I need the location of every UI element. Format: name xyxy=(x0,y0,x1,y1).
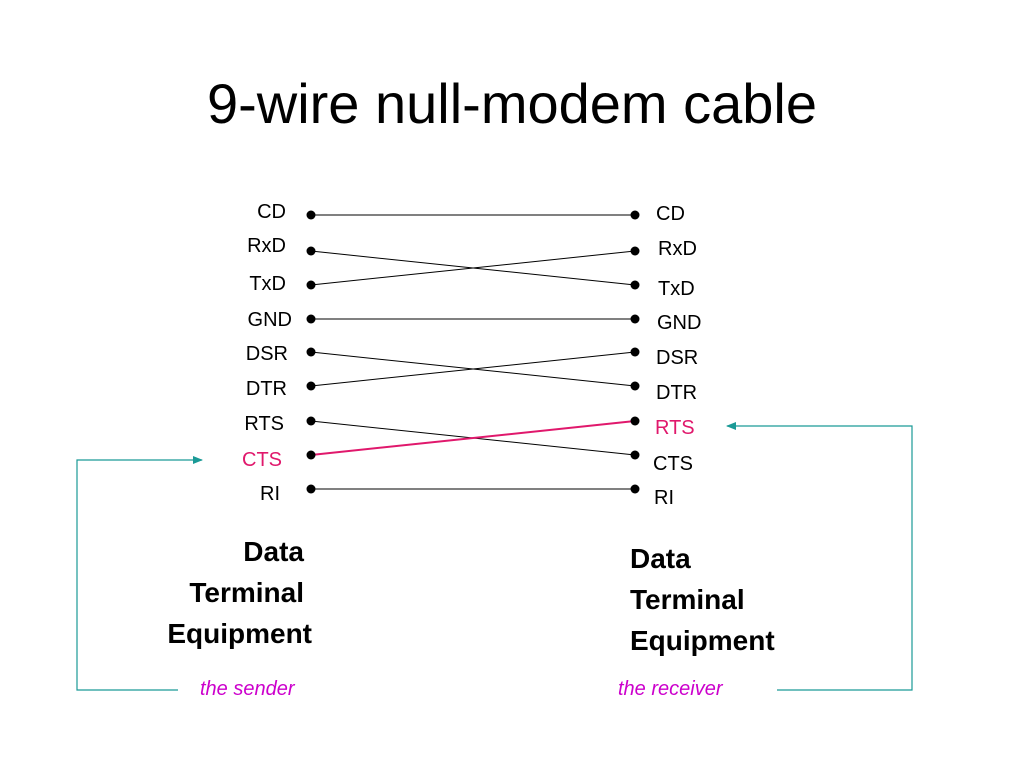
left-pin-dot-dsr xyxy=(306,347,316,357)
left-pin-dot-txd xyxy=(306,280,316,290)
left-pin-dot-gnd xyxy=(306,314,316,324)
sender-flow-arrow xyxy=(76,456,203,691)
receiver-flow-arrow xyxy=(726,422,913,691)
right-pin-dot-gnd xyxy=(630,314,640,324)
wire-txd-to-rxd xyxy=(310,250,636,286)
left-pin-label-cts: CTS xyxy=(242,449,282,471)
left-pin-label-ri: RI xyxy=(260,483,280,505)
right-pin-dot-dsr xyxy=(630,347,640,357)
left-pin-label-txd: TxD xyxy=(249,273,286,295)
right-device-line2: Terminal xyxy=(630,584,745,615)
right-pin-dot-ri xyxy=(630,484,640,494)
left-pin-label-dsr: DSR xyxy=(245,343,288,365)
left-device-caption: Data Terminal Equipment xyxy=(110,531,312,654)
right-pin-label-dtr: DTR xyxy=(656,382,698,404)
right-device-caption: Data Terminal Equipment xyxy=(630,538,775,661)
left-device-line3: Equipment xyxy=(167,618,312,649)
right-pin-label-cd: CD xyxy=(656,203,685,225)
right-pin-label-gnd: GND xyxy=(657,312,702,334)
right-pin-dot-cd xyxy=(630,210,640,220)
wire-cts-to-rts xyxy=(310,420,636,456)
right-pin-label-cts: CTS xyxy=(653,453,693,475)
wire-dtr-to-dsr xyxy=(310,351,636,387)
right-pin-label-txd: TxD xyxy=(658,278,695,300)
left-pin-label-rxd: RxD xyxy=(247,235,286,257)
right-device-line1: Data xyxy=(630,543,691,574)
left-device-line1: Data xyxy=(243,536,304,567)
right-pin-dot-txd xyxy=(630,280,640,290)
left-device-line2: Terminal xyxy=(189,577,304,608)
left-pin-label-cd: CD xyxy=(257,201,286,223)
right-pin-label-ri: RI xyxy=(654,487,674,509)
left-pin-dot-rxd xyxy=(306,246,316,256)
left-pin-dot-cd xyxy=(306,210,316,220)
right-pin-dot-cts xyxy=(630,450,640,460)
left-pin-dot-dtr xyxy=(306,381,316,391)
receiver-label: the receiver xyxy=(618,678,723,700)
left-pin-dot-cts xyxy=(306,450,316,460)
diagram-title: 9-wire null-modem cable xyxy=(206,72,817,135)
left-pin-label-dtr: DTR xyxy=(245,378,287,400)
left-pin-dot-ri xyxy=(306,484,316,494)
left-pin-label-rts: RTS xyxy=(244,413,284,435)
right-pin-label-rxd: RxD xyxy=(658,238,697,260)
right-pin-dot-dtr xyxy=(630,381,640,391)
right-pin-label-dsr: DSR xyxy=(656,347,699,369)
right-pin-dot-rts xyxy=(630,416,640,426)
right-device-line3: Equipment xyxy=(630,625,775,656)
sender-label: the sender xyxy=(200,678,295,700)
right-pin-label-rts: RTS xyxy=(655,417,695,439)
right-pin-dot-rxd xyxy=(630,246,640,256)
left-pin-dot-rts xyxy=(306,416,316,426)
left-pin-label-gnd: GND xyxy=(247,309,292,331)
